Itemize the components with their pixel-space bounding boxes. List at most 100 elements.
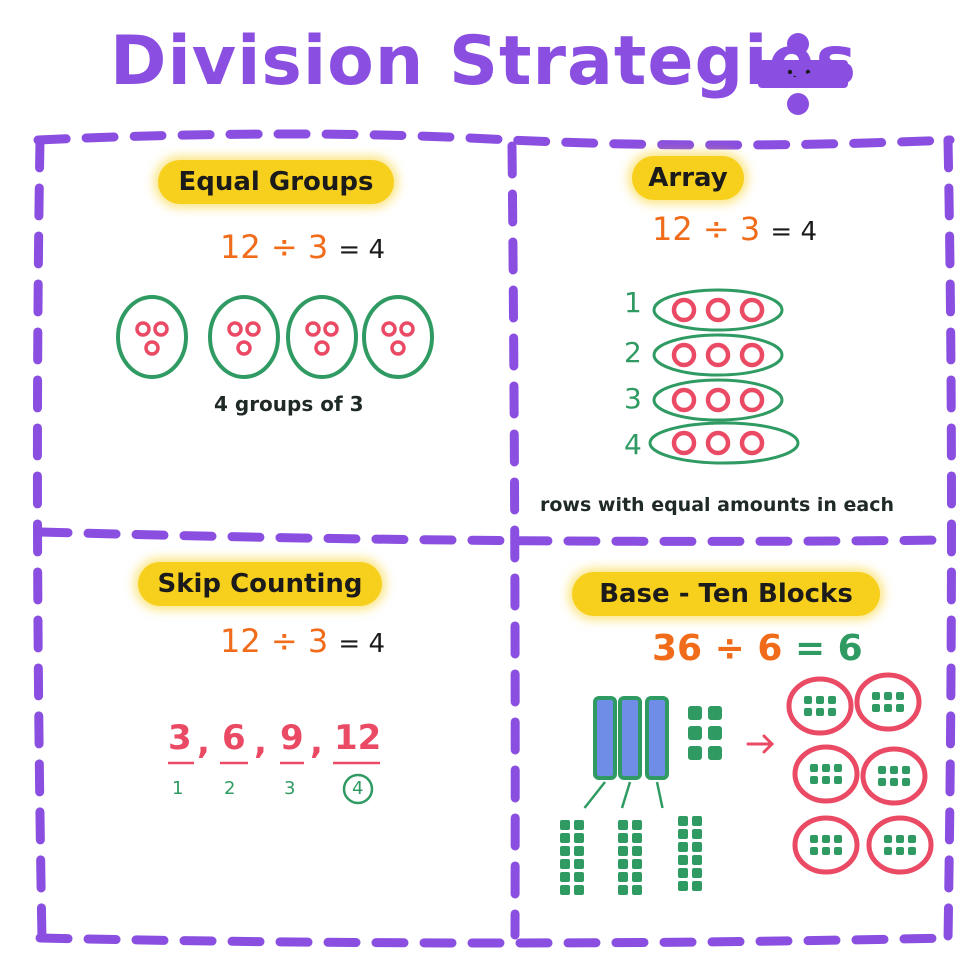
step-label: 2 [224,778,236,799]
unit-cube [618,872,628,882]
divisor: 3 [307,228,329,266]
unit-cube [574,833,584,843]
array-dot [739,430,765,456]
dividend: 12 [652,210,693,248]
caption-equal-groups: 4 groups of 3 [214,392,364,416]
ten-rod [618,696,642,780]
equation-array: 12 ÷ 3 = 4 [652,210,817,248]
array-row [652,288,784,332]
unit-cube [692,829,702,839]
page-title: Division Strategies [110,22,858,101]
dividend: 12 [220,228,261,266]
group-dot [135,321,151,337]
group-circle [208,295,280,379]
unit-cube [632,833,642,843]
unit-cube [618,833,628,843]
unit-cube [692,816,702,826]
divisor: 3 [307,622,329,660]
dividend: 12 [220,622,261,660]
ten-rod [593,696,617,780]
unit-cube [878,766,886,774]
unit-cube [816,696,824,704]
unit-cube [688,746,702,760]
unit-cube [688,726,702,740]
frame-right [943,135,956,945]
unit-cube [804,708,812,716]
unit-cube [822,847,830,855]
unit-cube [896,692,904,700]
unit-cube [884,704,892,712]
skip-value: 12 [334,718,382,758]
array-dot [671,342,697,368]
result: = 4 [770,217,817,247]
heading-skip-counting: Skip Counting [138,562,382,606]
group-dot [305,321,321,337]
row-label: 2 [624,336,642,369]
answer-circle [342,773,374,805]
result: = 4 [338,235,385,265]
unit-cube [632,846,642,856]
array-dot [671,387,697,413]
unit-cube [632,872,642,882]
division-symbol-icon [758,33,848,115]
unit-cube [872,692,880,700]
group-dot [144,340,160,356]
group-dot [245,321,261,337]
unit-cube [810,764,818,772]
division-sign: ÷ [270,622,298,660]
group-circle [866,815,934,875]
unit-cube [688,706,702,720]
unit-cube [834,764,842,772]
frame-left [32,135,47,945]
frame-middle-horizontal [35,527,953,546]
step-label: 1 [172,778,184,799]
down-arrow [583,781,606,809]
unit-cube [692,881,702,891]
unit-cube [632,859,642,869]
array-dot [705,387,731,413]
unit-cube [884,835,892,843]
equation-base-ten: 36 ÷ 6 = 6 [652,628,863,669]
group-dot [381,321,397,337]
array-row [652,378,784,422]
unit-cube [560,846,570,856]
unit-cube [896,704,904,712]
array-dot [739,387,765,413]
unit-cube [692,842,702,852]
step-label: 4 [352,778,364,799]
unit-cube [678,816,688,826]
group-dot [399,321,415,337]
frame-top [33,129,955,150]
array-illustration [648,288,800,465]
group-circle [860,746,928,806]
unit-cube [810,835,818,843]
dashed-frame [32,129,956,948]
unit-cube [618,846,628,856]
row-label: 3 [624,382,642,415]
group-circle [854,672,922,732]
unit-cube [618,820,628,830]
unit-cube [908,835,916,843]
base-ten-illustration [560,672,934,895]
unit-cube [890,766,898,774]
unit-cube [678,855,688,865]
unit-cube [574,859,584,869]
divisor: 3 [739,210,761,248]
divisor: 6 [757,628,783,669]
group-circle [786,676,854,736]
unit-cube [708,726,722,740]
unit-cube [834,847,842,855]
group-dot [390,340,406,356]
array-dot [671,430,697,456]
unit-cube [822,835,830,843]
unit-cube [574,820,584,830]
right-arrow [746,734,775,754]
dividend: 36 [652,628,703,669]
group-circle [792,744,860,804]
unit-cube [810,847,818,855]
ten-rod [645,696,669,780]
unit-cube [560,872,570,882]
group-circle [362,295,434,379]
frame-bottom [35,933,953,948]
